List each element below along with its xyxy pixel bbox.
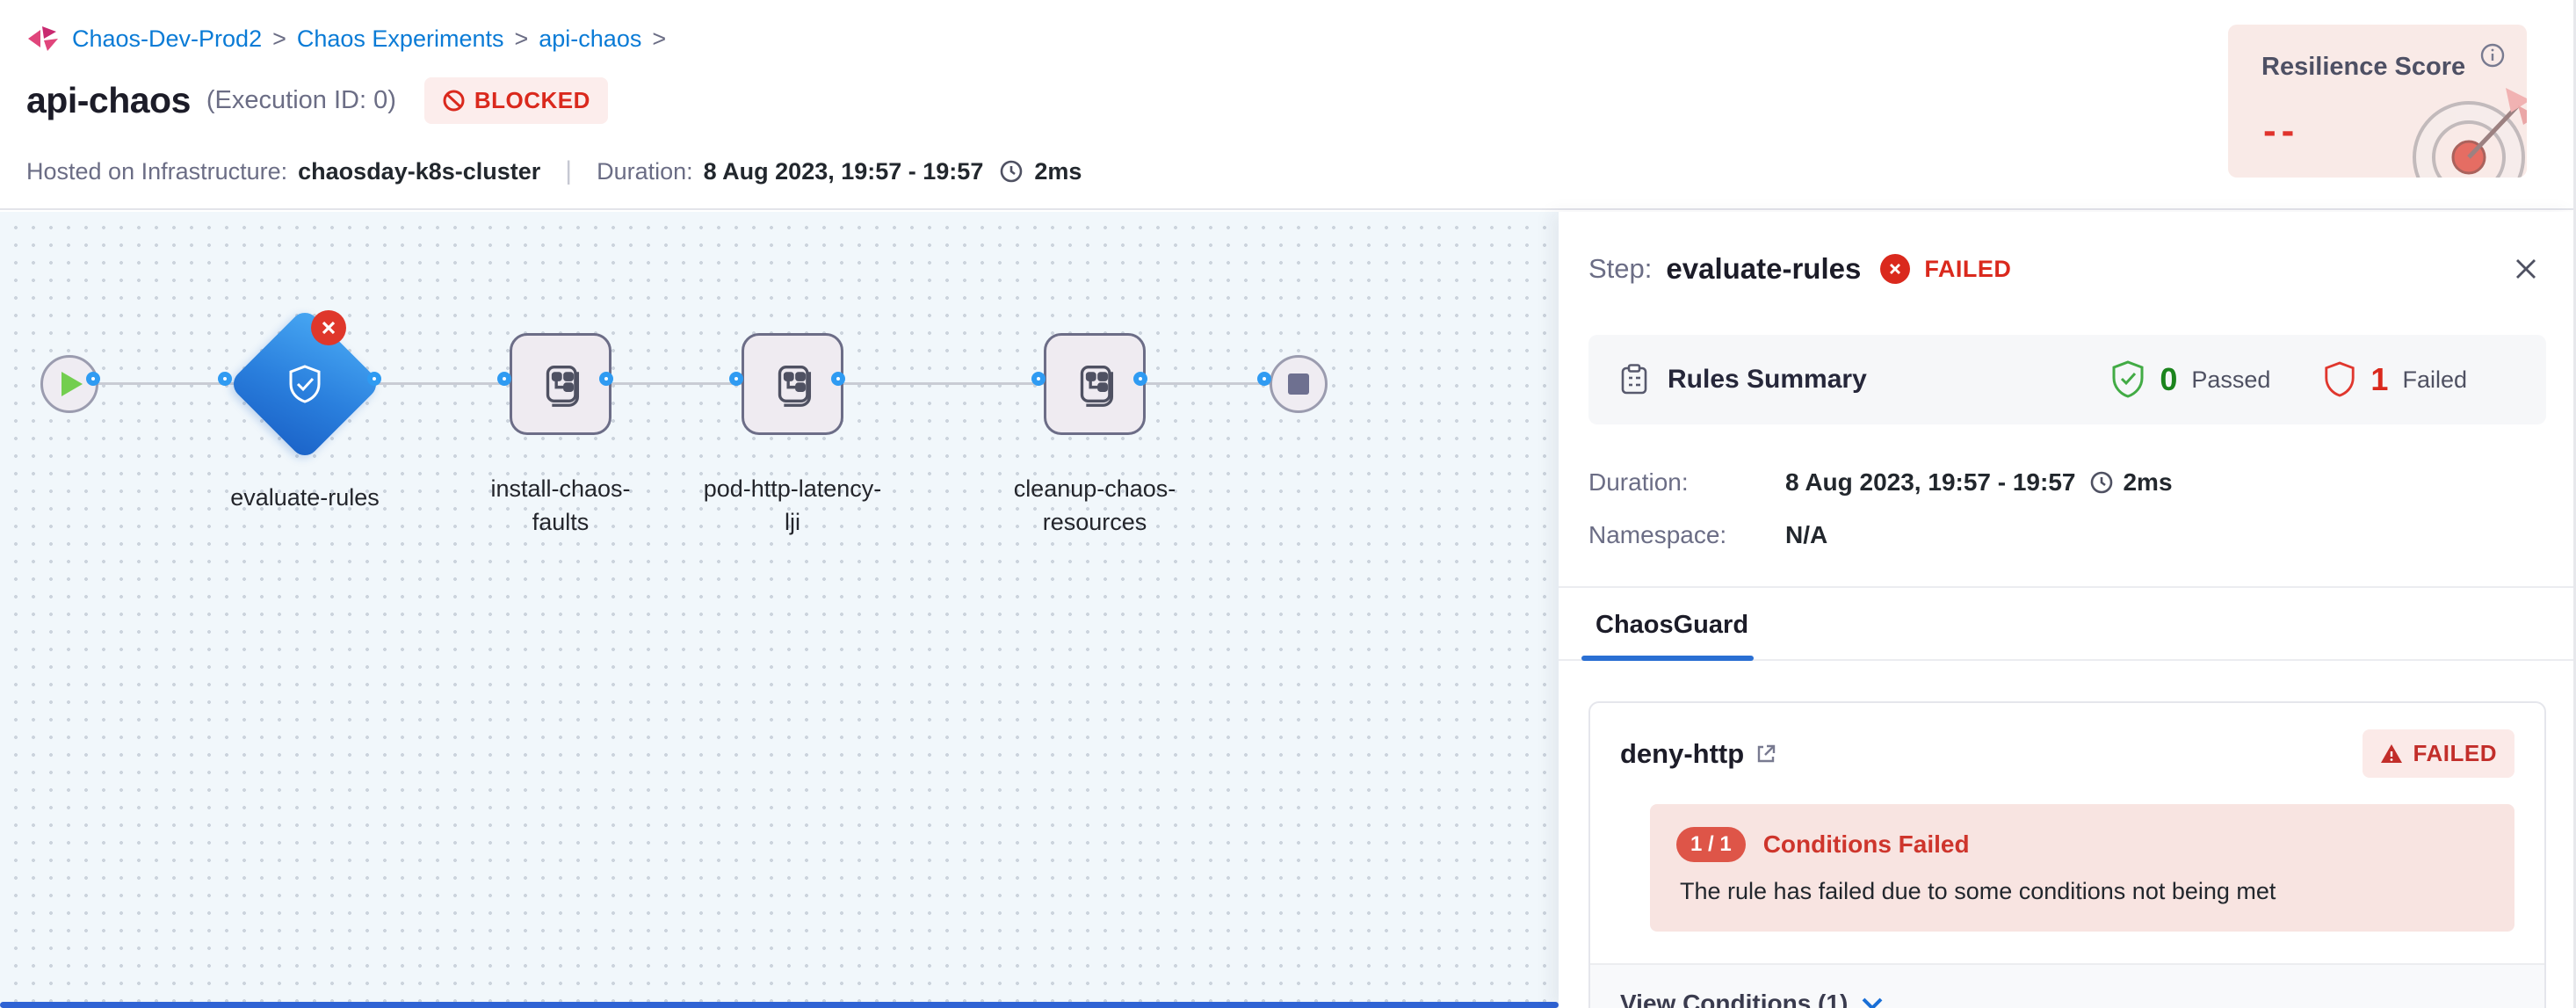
- breadcrumb-experiments[interactable]: Chaos Experiments: [296, 25, 504, 52]
- resilience-score-card: Resilience Score --: [2228, 25, 2527, 178]
- view-conditions-toggle[interactable]: View Conditions (1): [1590, 963, 2544, 1008]
- step-label: Step:: [1588, 253, 1653, 284]
- chaos-module-icon: [26, 23, 62, 54]
- duration-label: Duration:: [597, 157, 693, 185]
- divider: |: [565, 156, 573, 185]
- connection-point: [497, 372, 511, 386]
- page-header: Chaos-Dev-Prod2 > Chaos Experiments > ap…: [0, 0, 2576, 210]
- resilience-score-value: --: [2263, 109, 2300, 152]
- step-name: evaluate-rules: [1666, 252, 1862, 285]
- namespace-label: Namespace:: [1588, 521, 1727, 548]
- breadcrumb-separator: >: [652, 25, 667, 52]
- end-node[interactable]: [1270, 355, 1328, 413]
- connection-point: [599, 372, 613, 386]
- namespace-value: N/A: [1785, 521, 1828, 548]
- passed-count: 0: [2160, 361, 2178, 397]
- pipeline-canvas[interactable]: evaluate-rules install-chaos- faults pod…: [0, 212, 1559, 1008]
- failed-circle-icon: [1880, 254, 1911, 284]
- external-link-icon[interactable]: [1755, 743, 1777, 765]
- step-group-icon: [778, 365, 812, 407]
- status-badge-blocked: BLOCKED: [423, 77, 608, 124]
- connection-point: [1257, 372, 1271, 386]
- tab-chaosguard[interactable]: ChaosGuard: [1581, 588, 1755, 661]
- warning-triangle-icon: [2380, 743, 2403, 765]
- resilience-score-title: Resilience Score: [2261, 53, 2466, 81]
- connection-point: [218, 372, 232, 386]
- shield-failed-icon: [2323, 360, 2356, 399]
- step-group-icon: [1080, 365, 1114, 407]
- node-label-pod-http-latency: pod-http-latency- lji: [703, 475, 882, 535]
- panel-tab-bar: ChaosGuard: [1559, 586, 2576, 661]
- node-label-evaluate-rules: evaluate-rules: [230, 484, 380, 511]
- clock-icon: [2089, 470, 2114, 495]
- node-cleanup-chaos-resources[interactable]: [1044, 333, 1146, 435]
- node-pod-http-latency[interactable]: [742, 333, 843, 435]
- page-title: api-chaos: [26, 80, 191, 120]
- duration-row: Duration: 8 Aug 2023, 19:57 - 19:57 2ms: [1588, 468, 2546, 497]
- infra-label: Hosted on Infrastructure:: [26, 157, 288, 185]
- rule-status-badge: FAILED: [2362, 729, 2514, 778]
- breadcrumb-separator: >: [272, 25, 286, 52]
- step-details-panel: Step: evaluate-rules FAILED Rule: [1559, 212, 2576, 1008]
- step-group-icon: [546, 365, 580, 407]
- passed-label: Passed: [2191, 366, 2271, 393]
- node-label-cleanup-chaos-resources: cleanup-chaos- resources: [1013, 475, 1176, 535]
- breadcrumb-separator: >: [514, 25, 529, 52]
- conditions-failed-alert: 1 / 1 Conditions Failed The rule has fai…: [1650, 804, 2514, 932]
- step-status-text: FAILED: [1924, 255, 2012, 282]
- canvas-horizontal-scrollbar[interactable]: [0, 1002, 1559, 1008]
- rules-summary-card: Rules Summary 0 Passed 1 Failed: [1588, 335, 2546, 424]
- duration-value: 8 Aug 2023, 19:57 - 19:57: [703, 157, 984, 185]
- execution-id: (Execution ID: 0): [206, 86, 396, 114]
- connection-point: [1031, 372, 1046, 386]
- breadcrumb-experiment-name[interactable]: api-chaos: [539, 25, 642, 52]
- connection-point: [1133, 372, 1147, 386]
- connection-point: [729, 372, 743, 386]
- breadcrumb: Chaos-Dev-Prod2 > Chaos Experiments > ap…: [26, 23, 666, 54]
- close-icon[interactable]: [2506, 249, 2546, 289]
- rule-card-deny-http: deny-http FAILED: [1588, 701, 2546, 1008]
- infra-value: chaosday-k8s-cluster: [298, 157, 541, 185]
- node-install-chaos-faults[interactable]: [510, 333, 611, 435]
- clock-icon: [999, 159, 1024, 184]
- panel-elapsed-value: 2ms: [2123, 468, 2173, 496]
- breadcrumb-project[interactable]: Chaos-Dev-Prod2: [72, 25, 263, 52]
- shield-passed-icon: [2110, 360, 2145, 399]
- conditions-failed-title: Conditions Failed: [1762, 830, 1970, 858]
- active-tab-indicator: [1581, 656, 1754, 661]
- target-dart-illustration: [2407, 74, 2527, 178]
- failed-status-dot: [311, 310, 346, 345]
- play-icon: [62, 372, 83, 396]
- pipeline-edge: [69, 382, 1275, 385]
- failed-label: Failed: [2402, 366, 2467, 393]
- panel-duration-label: Duration:: [1588, 468, 1689, 496]
- chevron-down-icon: [1860, 995, 1885, 1008]
- node-label-install-chaos-faults: install-chaos- faults: [490, 475, 631, 535]
- connection-point: [367, 372, 381, 386]
- panel-duration-value: 8 Aug 2023, 19:57 - 19:57: [1785, 468, 2076, 496]
- elapsed-value: 2ms: [1034, 157, 1082, 185]
- window-right-edge: [2573, 0, 2576, 1008]
- rule-name[interactable]: deny-http: [1620, 737, 1745, 769]
- shield-check-icon: [284, 363, 326, 405]
- connection-point: [86, 372, 100, 386]
- prohibited-icon: [442, 89, 466, 112]
- conditions-failed-message: The rule has failed due to some conditio…: [1680, 878, 2276, 904]
- info-icon[interactable]: [2479, 42, 2506, 69]
- stop-icon: [1288, 373, 1309, 395]
- failed-count: 1: [2370, 361, 2389, 397]
- rules-summary-title: Rules Summary: [1668, 365, 1867, 394]
- namespace-row: Namespace: N/A: [1588, 521, 2546, 549]
- connection-point: [831, 372, 845, 386]
- conditions-ratio-pill: 1 / 1: [1676, 827, 1746, 862]
- clipboard-icon: [1620, 364, 1648, 395]
